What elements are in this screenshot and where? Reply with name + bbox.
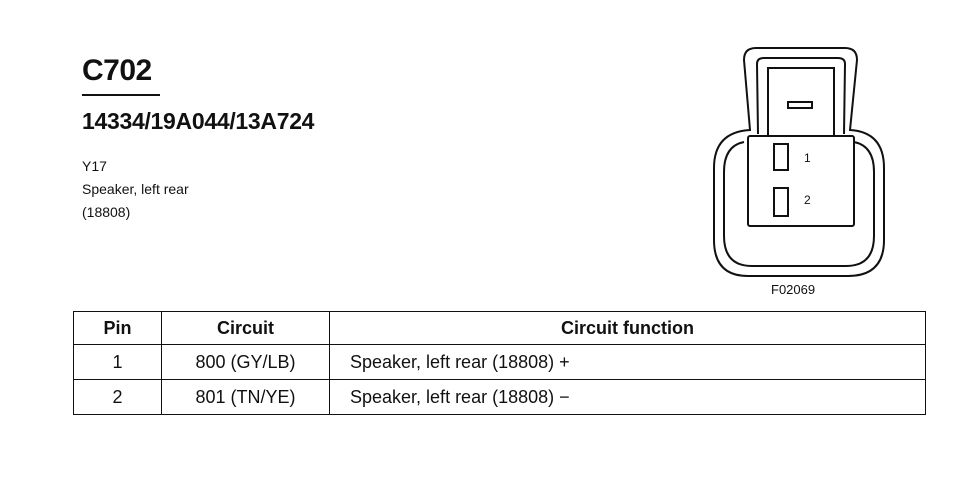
header-circuit: Circuit [161, 311, 330, 345]
pin-terminal-1 [773, 143, 789, 171]
table-header-row: Pin Circuit Circuit function [73, 311, 926, 345]
part-numbers: 14334/19A044/13A724 [82, 108, 315, 134]
table-row: 1 800 (GY/LB) Speaker, left rear (18808)… [73, 344, 926, 380]
latch-bar [767, 67, 835, 136]
connector-location: Y17 [82, 158, 107, 174]
connector-face-drawing: 1 2 [713, 47, 885, 277]
cell-pin: 2 [73, 379, 162, 415]
header-pin: Pin [73, 311, 162, 345]
connector-id-underline [82, 94, 160, 96]
cell-pin: 1 [73, 344, 162, 380]
pin-label-1: 1 [804, 151, 811, 165]
pin-table: Pin Circuit Circuit function 1 800 (GY/L… [73, 311, 926, 415]
cell-circuit: 801 (TN/YE) [161, 379, 330, 415]
pin-cavity-block [747, 135, 855, 227]
cell-circuit-function: Speaker, left rear (18808) − [329, 379, 926, 415]
connector-description: Speaker, left rear [82, 181, 189, 197]
housing-inner [723, 141, 875, 267]
table-row: 2 801 (TN/YE) Speaker, left rear (18808)… [73, 379, 926, 415]
cell-circuit: 800 (GY/LB) [161, 344, 330, 380]
latch-outline [755, 57, 847, 135]
latch-notch [787, 101, 813, 109]
housing-outline [713, 47, 885, 277]
connector-id: C702 [82, 54, 152, 87]
connector-reference: (18808) [82, 204, 131, 220]
pin-label-2: 2 [804, 193, 811, 207]
figure-id: F02069 [771, 282, 816, 297]
pin-terminal-2 [773, 187, 789, 217]
cell-circuit-function: Speaker, left rear (18808) + [329, 344, 926, 380]
header-circuit-function: Circuit function [329, 311, 926, 345]
